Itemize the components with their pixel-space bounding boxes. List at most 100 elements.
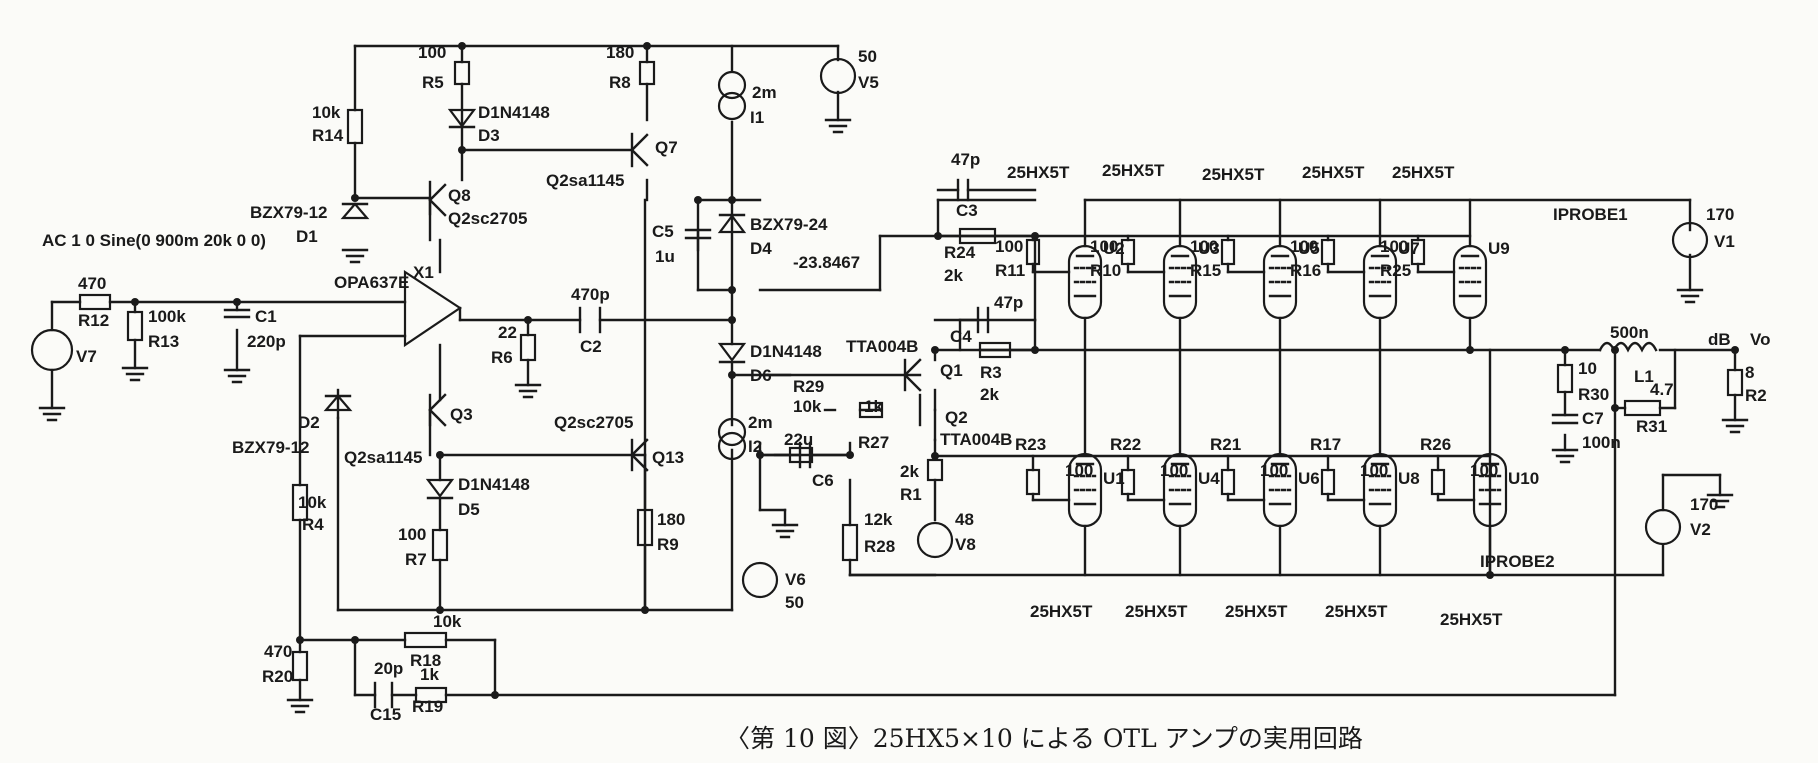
resistor-r11 [1025,238,1041,266]
lower-grid-res-value: 100 [1470,461,1498,480]
resistor-r27 [858,401,884,419]
iprobe1-label: IPROBE1 [1553,205,1628,224]
resistor-r20 [291,650,309,682]
d3-type: D1N4148 [478,103,550,122]
i1-value: 2m [752,83,777,102]
v1-label: V1 [1714,232,1735,251]
resistor-r15 [1220,238,1236,266]
resistor-r4 [291,483,309,522]
lower-tube-type: 25HX5T [1440,610,1503,629]
resistor-r9 [636,508,654,547]
r3-value: 2k [980,385,999,404]
resistor-r21 [1220,468,1236,496]
r1-value: 2k [900,462,919,481]
r7-value: 100 [398,525,426,544]
q13-label: Q13 [652,448,684,467]
upper-grid-res-label: R15 [1190,261,1221,280]
c2-value: 470p [571,285,610,304]
l1-label: L1 [1634,367,1654,386]
v1-value: 170 [1706,205,1734,224]
opamp-x1 [403,269,462,348]
d3-label: D3 [478,126,500,145]
resistor-r18 [403,631,448,649]
source-v1 [1671,221,1709,259]
resistor-r8 [638,60,656,86]
r24-value: 2k [944,266,963,285]
q1-type: TTA004B [846,337,918,356]
c1-label: C1 [255,307,277,326]
resistor-r19 [414,686,448,704]
resistor-r5 [453,60,471,86]
r12-label: R12 [78,311,109,330]
lower-tube-type: 25HX5T [1225,602,1288,621]
tube-u9 [1452,244,1488,320]
c15-label: C15 [370,705,401,724]
resistor-r2 [1726,368,1744,397]
q13-type: Q2sc2705 [554,413,633,432]
v2-value: 170 [1690,495,1718,514]
r5-value: 100 [418,43,446,62]
upper-grid-res-label: R11 [995,261,1025,280]
lower-grid-res-label: R22 [1110,435,1141,454]
lower-grid-res-value: 100 [1065,461,1093,480]
r28-label: R28 [864,537,895,556]
v8-label: V8 [955,535,976,554]
v8-value: 48 [955,510,974,529]
lower-tube-type: 25HX5T [1325,602,1388,621]
tube-u3 [1162,244,1198,320]
c1-value: 220p [247,332,286,351]
lower-tube-type: 25HX5T [1030,602,1093,621]
opamp-type: OPA637E [334,273,409,292]
d6-type: D1N4148 [750,342,822,361]
q8-label: Q8 [448,186,471,205]
upper-tube-type: 25HX5T [1392,163,1455,182]
v7-source-spec: AC 1 0 Sine(0 900m 20k 0 0) [42,231,266,250]
r4-value: 10k [298,493,327,512]
opamp-label: X1 [413,263,434,282]
resistor-r1 [926,458,944,482]
upper-grid-res-value: 100 [1190,237,1218,256]
c7-label: C7 [1582,409,1604,428]
v5-value: 50 [858,47,877,66]
upper-tube-label: U3 [1198,239,1220,258]
resistor-r16 [1320,238,1336,266]
source-v2 [1644,508,1682,546]
q3-label: Q3 [450,405,473,424]
r18-value: 10k [433,612,462,631]
d5-label: D5 [458,500,480,519]
c2-label: C2 [580,337,602,356]
c3-value: 47p [951,150,980,169]
c7-value: 100n [1582,433,1621,452]
r8-value: 180 [606,43,634,62]
resistor-r26 [1430,468,1446,496]
tube-array: 25HX5T100R11U225HX5T100R10U325HX5T100R15… [995,161,1539,629]
upper-grid-res-label: R10 [1090,261,1121,280]
upper-tube-label: U2 [1103,239,1125,258]
q7-type: Q2sa1145 [546,171,624,190]
r7-label: R7 [405,550,427,569]
resistor-r3 [978,341,1012,359]
upper-grid-res-value: 100 [995,237,1023,256]
r9-value: 180 [657,510,685,529]
r30-value: 10 [1578,359,1597,378]
c6-label: C6 [812,471,834,490]
r12-value: 470 [78,274,106,293]
upper-tube-type: 25HX5T [1102,161,1165,180]
d4-type: BZX79-24 [750,215,828,234]
db-marker: dB [1708,330,1731,349]
upper-tube-label: U5 [1298,239,1320,258]
r19-label: R19 [412,697,443,716]
r31-value: 4.7 [1650,380,1674,399]
r30-label: R30 [1578,385,1609,404]
upper-grid-res-value: 100 [1380,237,1408,256]
i1-label: I1 [750,108,764,127]
r3-label: R3 [980,363,1002,382]
q2-type: TTA004B [940,430,1012,449]
upper-tube-label: U7 [1398,239,1420,258]
labels: 100 R5 180 R8 D1N4148 D3 50 V5 2m I1 10k… [42,43,1770,753]
r18-label: R18 [410,651,441,670]
i2-value: 2m [748,413,773,432]
r20-value: 470 [264,642,292,661]
r2-label: R2 [1745,386,1767,405]
